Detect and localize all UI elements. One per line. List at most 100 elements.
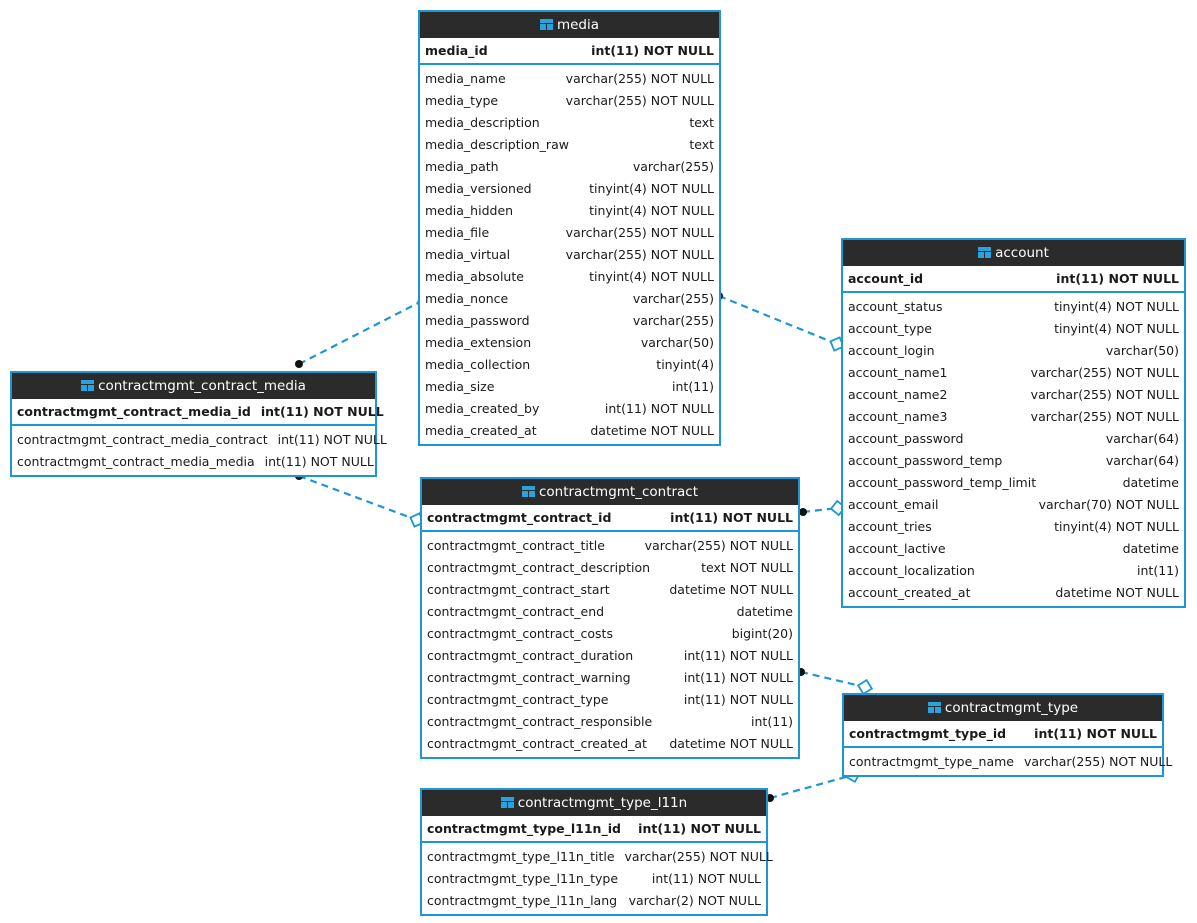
entity-header-contractmgmt_type[interactable]: contractmgmt_type [844,695,1162,721]
attribute-name: account_name3 [848,408,948,424]
primary-key-row[interactable]: contractmgmt_contract_id int(11) NOT NULL [422,505,798,532]
entity-header-contractmgmt_contract[interactable]: contractmgmt_contract [422,479,798,505]
attribute-type: datetime [736,603,793,619]
primary-key-type: int(11) NOT NULL [670,510,793,525]
entity-header-contractmgmt_type_l11n[interactable]: contractmgmt_type_l11n [422,790,766,816]
entity-header-media[interactable]: media [420,12,719,38]
attribute-name: account_password_temp [848,452,1003,468]
attribute-type: tinyint(4) NOT NULL [589,268,714,284]
rel-contract-to-account [799,499,847,517]
attribute-name: contractmgmt_type_l11n_title [427,848,615,864]
attribute-name: contractmgmt_contract_media_media [17,453,255,469]
connector-line [800,670,866,689]
attribute-name: account_type [848,320,932,336]
attribute-row[interactable]: media_description_raw text [420,133,719,155]
attribute-type: varchar(255) [632,158,714,174]
table-icon [539,19,553,30]
attribute-name: contractmgmt_contract_warning [427,669,631,685]
attribute-type: varchar(255) NOT NULL [565,92,714,108]
attribute-name: account_localization [848,562,975,578]
entity-header-account[interactable]: account [843,240,1184,266]
primary-key-name: contractmgmt_contract_id [427,510,612,525]
attribute-row[interactable]: account_name3 varchar(255) NOT NULL [843,405,1184,427]
attribute-name: media_hidden [425,202,514,218]
attribute-type: varchar(70) NOT NULL [1038,496,1179,512]
attribute-type: datetime NOT NULL [590,422,714,438]
attribute-type: text [689,136,714,152]
attribute-name: contractmgmt_contract_end [427,603,605,619]
attribute-type: varchar(255) NOT NULL [1030,408,1179,424]
primary-key-name: contractmgmt_type_l11n_id [427,821,621,836]
entity-title: media [556,17,600,33]
attribute-row[interactable]: contractmgmt_contract_end datetime [422,600,798,622]
attribute-name: account_password_temp_limit [848,474,1037,490]
attribute-name: contractmgmt_type_l11n_lang [427,892,618,908]
entity-header-contractmgmt_contract_media[interactable]: contractmgmt_contract_media [12,373,375,399]
table-icon [978,247,992,258]
attribute-type: datetime [1122,540,1179,556]
attribute-type: tinyint(4) NOT NULL [1054,298,1179,314]
primary-key-name: account_id [848,271,924,286]
entity-title: contractmgmt_type [944,700,1079,716]
attribute-name: media_description_raw [425,136,569,152]
